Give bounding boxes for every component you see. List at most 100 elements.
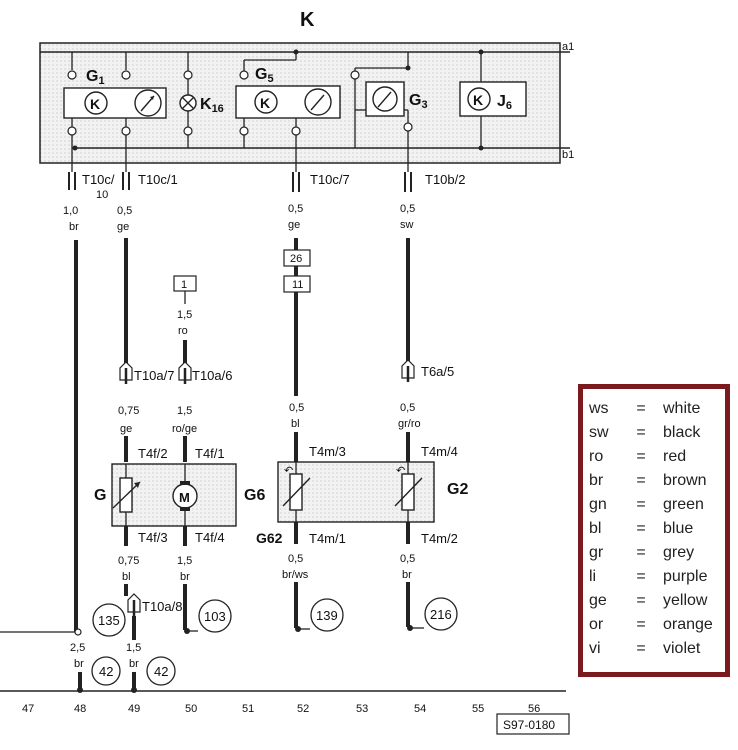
legend-color: purple [663, 568, 708, 585]
ruler-number: 50 [185, 703, 197, 715]
w52b-size: 0,5 [289, 402, 304, 414]
w50a-size: 1,5 [177, 309, 192, 321]
g1-label: G1 [86, 68, 105, 87]
connector-t10b2: T10b/2 [404, 172, 465, 192]
connector-t4m2: T4m/2 [421, 531, 458, 546]
w54b-color: gr/ro [398, 418, 421, 430]
svg-text:T10c/7: T10c/7 [310, 172, 350, 187]
legend-row: ge=yellow [589, 589, 725, 613]
legend-eq: = [636, 616, 646, 633]
sender-g-label: G [94, 487, 106, 504]
ruler-number: 51 [242, 703, 254, 715]
connector-t4f3: T4f/3 [138, 530, 168, 545]
rail-a1-label: a1 [562, 41, 574, 53]
svg-text:T10a/8: T10a/8 [142, 599, 182, 614]
w49d-size: 1,5 [126, 642, 141, 654]
circle-103 [198, 599, 232, 633]
w52a-color: ge [288, 219, 300, 231]
w54c-size: 0,5 [400, 553, 415, 565]
legend-row: li=purple [589, 565, 725, 589]
connector-t10a6: T10a/6 [178, 361, 232, 384]
legend-code: br [589, 472, 604, 489]
svg-text:T10b/2: T10b/2 [425, 172, 465, 187]
legend-eq: = [636, 544, 646, 561]
legend-row: sw=black [589, 421, 725, 445]
legend-code: sw [589, 424, 609, 441]
legend-code: li [589, 568, 597, 585]
legend-code: gn [589, 496, 607, 513]
w50a-color: ro [178, 325, 188, 337]
w50c-size: 1,5 [177, 555, 192, 567]
w49d-color: br [129, 658, 139, 670]
legend-eq: = [636, 496, 646, 513]
connector-t10a7: T10a/7 [119, 361, 174, 384]
legend-eq: = [636, 424, 646, 441]
ruler-number: 47 [22, 703, 34, 715]
legend-eq: = [636, 640, 646, 657]
connector-t4f1: T4f/1 [195, 446, 225, 461]
legend-row: vi = violet [589, 637, 725, 661]
reference-box [496, 713, 570, 735]
svg-text:139: 139 [316, 608, 338, 623]
ruler-number: 55 [472, 703, 484, 715]
sender-g62-label: G62 [256, 530, 283, 546]
diagram-title: K [300, 9, 315, 31]
connector-t6a5: T6a/5 [401, 359, 454, 382]
circle-216 [424, 597, 458, 631]
w50b-size: 1,5 [177, 405, 192, 417]
legend-row: gr=grey [589, 541, 725, 565]
legend-code: gr [589, 544, 604, 561]
curl-arrow-icon: ↶ [396, 465, 405, 477]
g1-relay-symbol: K [90, 96, 100, 112]
w54a-size: 0,5 [400, 203, 415, 215]
svg-text:T6a/5: T6a/5 [421, 364, 454, 379]
legend-color: brown [663, 472, 707, 489]
g3-label: G3 [409, 92, 428, 111]
svg-text:T10c/: T10c/ [82, 172, 115, 187]
legend-color: orange [663, 616, 713, 633]
w49b-color: ge [120, 423, 132, 435]
curl-arrow-icon: ↶ [284, 465, 293, 477]
svg-text:T10a/7: T10a/7 [134, 368, 174, 383]
circle-42b [146, 656, 176, 686]
connector-t10c10: T10c/ 10 [68, 172, 115, 201]
legend-row: ro=red [589, 445, 725, 469]
reference-label: S97-0180 [503, 718, 555, 732]
g5-relay-symbol: K [260, 95, 270, 111]
ruler-number: 56 [528, 703, 540, 715]
legend-row: or = orange [589, 613, 725, 637]
legend-code: ws [589, 400, 609, 417]
w49c-size: 0,75 [118, 555, 139, 567]
connector-t4f2: T4f/2 [138, 446, 168, 461]
connector-t4m1: T4m/1 [309, 531, 346, 546]
legend-code: or [589, 616, 604, 633]
connector-t10c7: T10c/7 [292, 172, 350, 192]
connector-t4f4: T4f/4 [195, 530, 225, 545]
svg-text:42: 42 [99, 664, 113, 679]
svg-text:135: 135 [98, 613, 120, 628]
svg-text:10: 10 [96, 189, 108, 201]
w54b-size: 0,5 [400, 402, 415, 414]
legend-color: red [663, 448, 687, 465]
ruler-number: 53 [356, 703, 368, 715]
g1-relay-icon [84, 91, 108, 115]
g5-relay-icon [254, 90, 278, 114]
rail-b1-label: b1 [562, 149, 574, 161]
w49a-size: 0,5 [117, 205, 132, 217]
sender-g2-label: G2 [447, 481, 468, 498]
legend-eq: = [636, 448, 646, 465]
legend-color: violet [663, 640, 701, 657]
legend-code: bl [589, 520, 602, 537]
ruler-number: 48 [74, 703, 86, 715]
w48a-color: br [69, 221, 79, 233]
svg-text:216: 216 [430, 607, 452, 622]
svg-text:103: 103 [204, 609, 226, 624]
legend-color: white [663, 400, 701, 417]
w48a-size: 1,0 [63, 205, 78, 217]
ruler-number: 52 [297, 703, 309, 715]
connector-t10a8: T10a/8 [127, 593, 182, 616]
legend-row: gn=green [589, 493, 725, 517]
legend-code: vi [589, 640, 601, 657]
